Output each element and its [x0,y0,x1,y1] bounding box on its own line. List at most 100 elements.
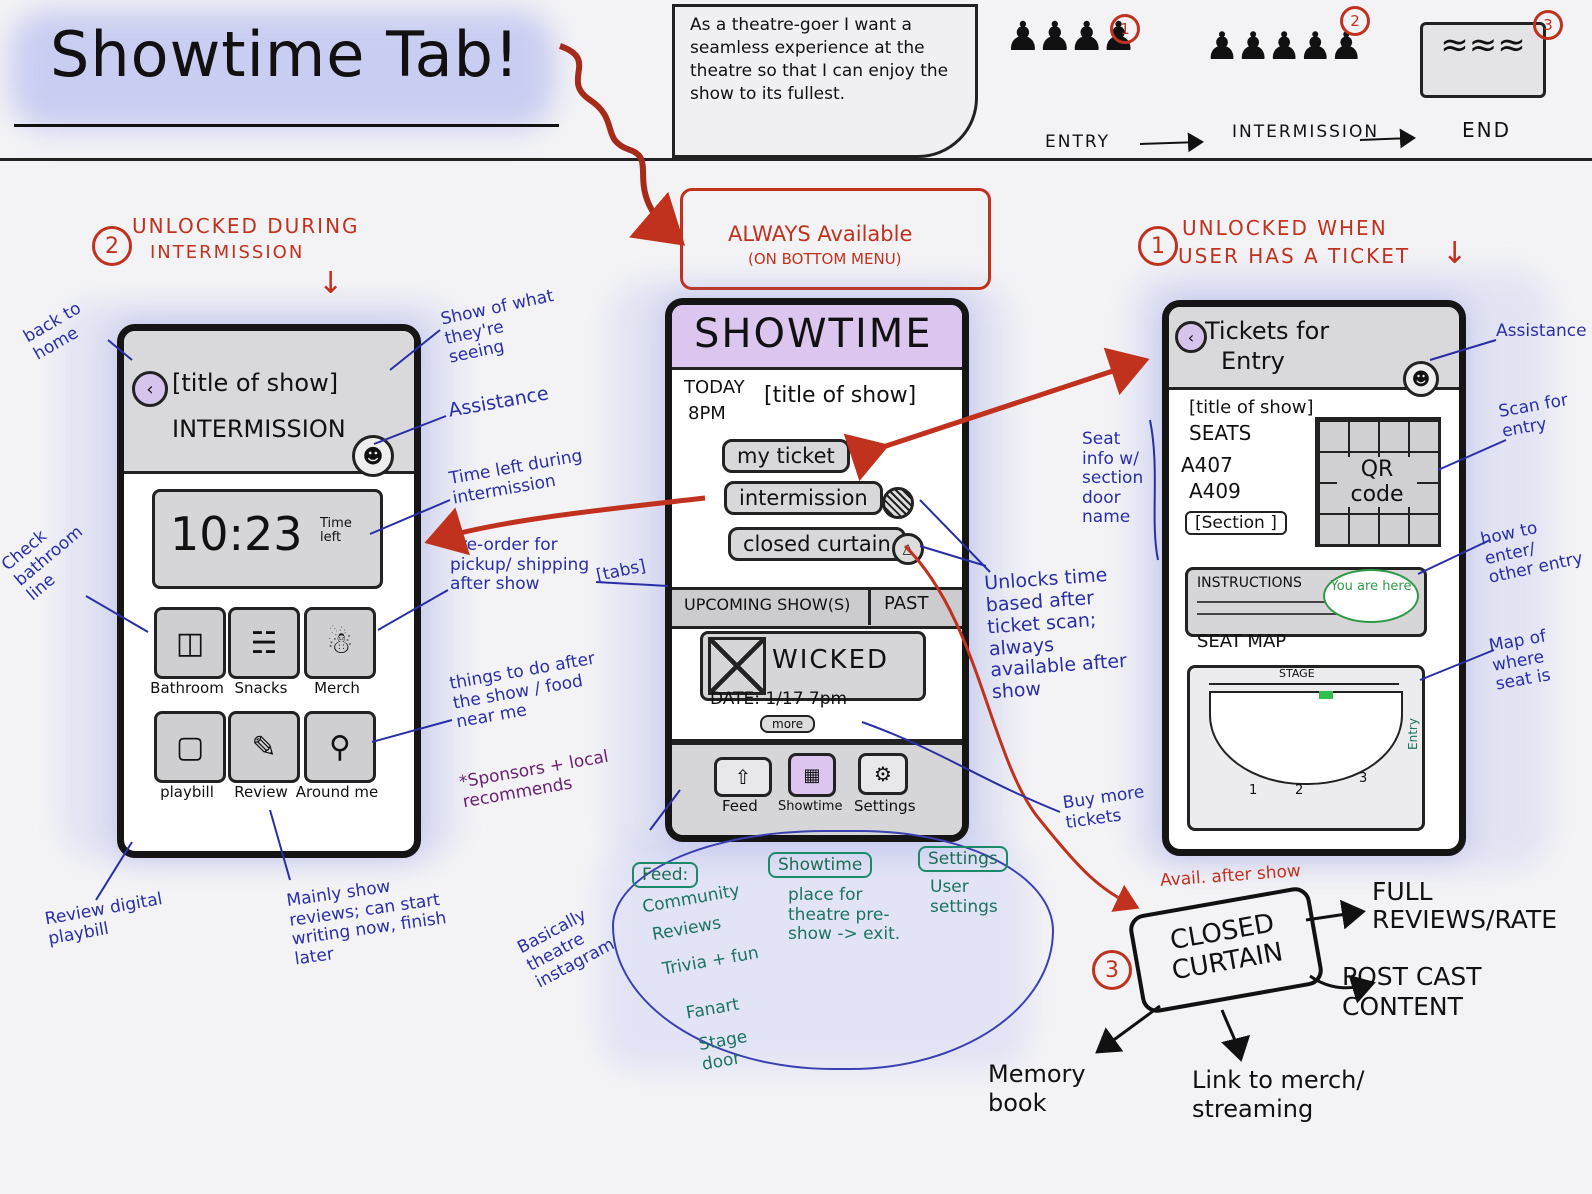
tab-past[interactable]: PAST [884,593,929,614]
stage-label-entry: ENTRY [1045,132,1110,152]
back-button[interactable]: ‹ [1175,321,1207,353]
journey-stage-entry: ♟♟♟♟ [1005,14,1136,109]
merch-tile[interactable]: ☃ [304,607,376,679]
output-full-reviews: FULL REVIEWS/RATE [1372,877,1558,934]
map-number-3: 3 [1359,771,1368,786]
note-reviews: Mainly show reviews; can start writing n… [285,876,448,970]
bathroom-tile[interactable]: ◫ [154,607,226,679]
output-link-merch: Link to merch/ streaming [1192,1066,1365,1123]
curtain-icon: ≈≈≈ [1440,25,1526,65]
output-post-cast: POST CAST CONTENT [1342,962,1482,1021]
note-preorder: Pre-order for pickup/ shipping after sho… [450,535,590,595]
down-arrow-icon: ↓ [1442,236,1468,271]
section-badge: [Section ] [1185,511,1287,535]
user-story-box [672,4,978,158]
seat-map-label: SEAT MAP [1197,631,1287,652]
journey-arrow [1139,132,1204,153]
more-button[interactable]: more [760,715,816,733]
map-pin-icon: ⚲ [329,729,351,765]
intermission-phone: ‹ [title of show] INTERMISSION ☻ 10:23 T… [117,324,421,858]
showtime-item: place for theatre pre-show -> exit. [788,885,901,945]
output-arrow [1305,899,1366,930]
settings-nav-button[interactable]: ⚙ [858,753,908,795]
bathroom-label: Bathroom [150,679,224,697]
review-tile[interactable]: ✎ [228,711,300,783]
showtime-nav-button[interactable]: ▦ [788,753,836,797]
note-things-to-do: things to do after the show / food near … [448,648,597,733]
note-unlocks: Unlocks time based after ticket scan; al… [983,563,1128,704]
closed-curtain-button[interactable]: closed curtain [728,527,906,561]
playbill-tile[interactable]: ▢ [154,711,226,783]
stage-label: STAGE [1279,667,1315,680]
feed-tag: Feed: [632,862,699,888]
title-connector [558,43,686,246]
settings-tag: Settings [918,846,1008,872]
title-underline [14,124,559,127]
intermission-subtitle: INTERMISSION [172,415,346,443]
my-ticket-button[interactable]: my ticket [722,439,850,473]
note-map-of: Map of where seat is [1487,626,1553,695]
section-number-1: 1 [1138,226,1178,266]
section-intermission-line1: UNLOCKED DURING [132,214,360,238]
snacks-tile[interactable]: ☵ [228,607,300,679]
nav-label-settings: Settings [854,797,916,815]
intermission-show-title: [title of show] [172,369,339,397]
upcoming-show-date: DATE: 1/17 7pm [710,689,848,709]
tickets-title-line2: Entry [1221,347,1285,375]
showtime-header-title: SHOWTIME [694,311,933,357]
intermission-button[interactable]: intermission [724,481,883,515]
down-arrow-icon: ↓ [318,266,344,301]
back-button[interactable]: ‹ [132,371,168,407]
note-assistance-right: Assistance [1496,321,1587,341]
qr-code-label: QR code [1337,457,1417,507]
note-review-playbill: Review digital playbill [43,889,164,949]
section-intermission-line2: INTERMISSION [150,242,305,263]
playbill-label: playbill [160,783,214,801]
ticket-icon: ▦ [803,764,821,786]
showtime-phone: SHOWTIME TODAY 8PM [title of show] my ti… [665,298,969,842]
stage-number-3: 3 [1533,10,1563,40]
stage-number-1: 1 [1110,14,1140,44]
journey-stage-intermission: ♟♟♟♟♟ [1205,24,1363,94]
snacks-label: Snacks [234,679,288,697]
pencil-icon: ✎ [251,729,277,765]
closed-curtain-number: 3 [1092,950,1132,990]
seats-label: SEATS [1189,421,1252,445]
instructions-line [1197,613,1357,615]
map-number-1: 1 [1249,783,1258,798]
user-story-text: As a theatre-goer I want a seamless expe… [690,15,949,104]
assistance-button[interactable]: ☻ [352,435,394,477]
always-available-line2: (ON BOTTOM MENU) [748,250,902,268]
nav-label-feed: Feed [722,797,758,815]
around-me-tile[interactable]: ⚲ [304,711,376,783]
nav-label-showtime: Showtime [778,799,843,814]
stage-line [1209,683,1399,685]
lock-icon [882,487,914,519]
gear-icon: ⚙ [874,762,892,786]
always-available-line1: ALWAYS Available [728,222,913,246]
map-number-2: 2 [1295,783,1304,798]
note-assistance-left: Assistance [446,382,551,422]
today-label: TODAY [684,377,745,398]
tickets-phone: ‹ Tickets for Entry ☻ [title of show] SE… [1162,300,1466,856]
section-number-2: 2 [92,226,132,266]
snacks-icon: ☵ [250,625,278,661]
entry-label: Entry [1405,718,1420,750]
feed-nav-button[interactable]: ⇧ [714,757,772,797]
around-me-label: Around me [295,783,379,801]
seat-a407: A407 [1181,453,1233,477]
tab-upcoming[interactable]: UPCOMING SHOW(S) [684,595,851,614]
stage-label-end: END [1462,118,1511,142]
output-arrow [1095,1004,1161,1054]
showtime-tag: Showtime [768,852,873,878]
section-tickets-line1: UNLOCKED WHEN [1182,216,1388,240]
output-memory-book: Memory book [988,1060,1086,1117]
assistance-button[interactable]: ☻ [1403,361,1439,397]
note-seat-info: Seat info w/ section door name [1082,429,1144,528]
review-label: Review [234,783,288,801]
show-image-placeholder [708,637,766,695]
instructions-line [1197,601,1377,603]
stage-label-intermission: INTERMISSION [1232,122,1380,142]
seat-a409: A409 [1189,479,1241,503]
timer-value: 10:23 [170,507,303,561]
